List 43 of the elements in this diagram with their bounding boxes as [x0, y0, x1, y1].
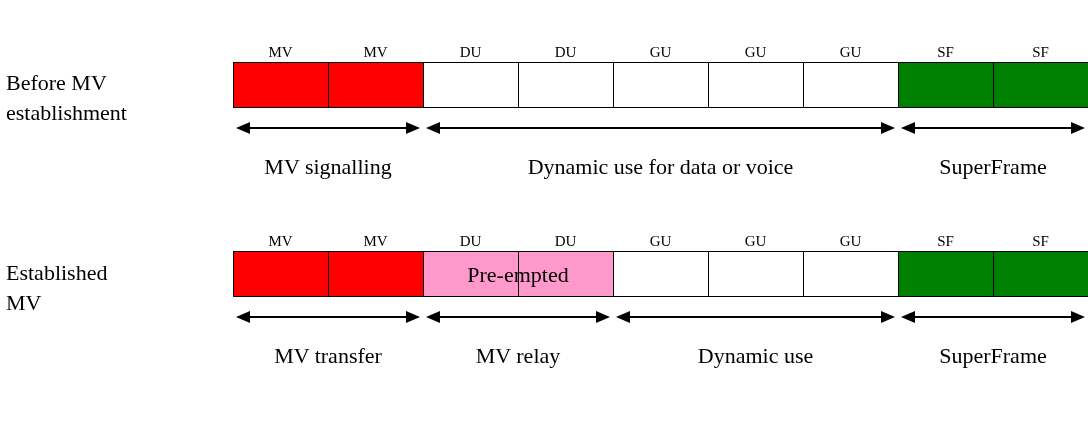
time-slot: [423, 62, 520, 108]
time-slot: [613, 251, 710, 297]
range-label: Dynamic use: [697, 345, 814, 367]
slot-label: GU: [744, 45, 767, 60]
time-slot: [233, 62, 330, 108]
range-label: SuperFrame: [939, 345, 1047, 367]
slot-label: MV: [268, 234, 293, 249]
range-label: MV transfer: [274, 345, 382, 367]
time-slot: [613, 62, 710, 108]
slot-label: MV: [268, 45, 293, 60]
slot-label: MV: [363, 234, 388, 249]
time-slot: [898, 251, 995, 297]
slot-label: DU: [554, 234, 577, 249]
slot-label: MV: [363, 45, 388, 60]
time-slot: [803, 62, 900, 108]
time-slot: [993, 251, 1088, 297]
slot-label: GU: [839, 45, 862, 60]
range-label: SuperFrame: [939, 156, 1047, 178]
slot-label: DU: [459, 234, 482, 249]
slot-label: SF: [1032, 45, 1049, 60]
time-slot: [708, 251, 805, 297]
slot-label: GU: [744, 234, 767, 249]
time-slot: [518, 62, 615, 108]
time-slot: [328, 251, 425, 297]
slot-label: SF: [937, 45, 954, 60]
slot-label: SF: [1032, 234, 1049, 249]
time-slot: [898, 62, 995, 108]
row-title: Established MV: [6, 259, 109, 317]
range-label: MV relay: [475, 345, 561, 367]
time-slot: [708, 62, 805, 108]
time-slot: [328, 62, 425, 108]
slot-label: DU: [554, 45, 577, 60]
time-slot: [993, 62, 1088, 108]
slot-label: DU: [459, 45, 482, 60]
row-title: Before MV establishment: [6, 69, 128, 127]
range-label: MV signalling: [264, 156, 392, 178]
time-slot: [233, 251, 330, 297]
slot-label: GU: [649, 45, 672, 60]
range-label: Dynamic use for data or voice: [527, 156, 794, 178]
slot-label: GU: [839, 234, 862, 249]
slot-label: SF: [937, 234, 954, 249]
slot-label: GU: [649, 234, 672, 249]
time-slot: [803, 251, 900, 297]
